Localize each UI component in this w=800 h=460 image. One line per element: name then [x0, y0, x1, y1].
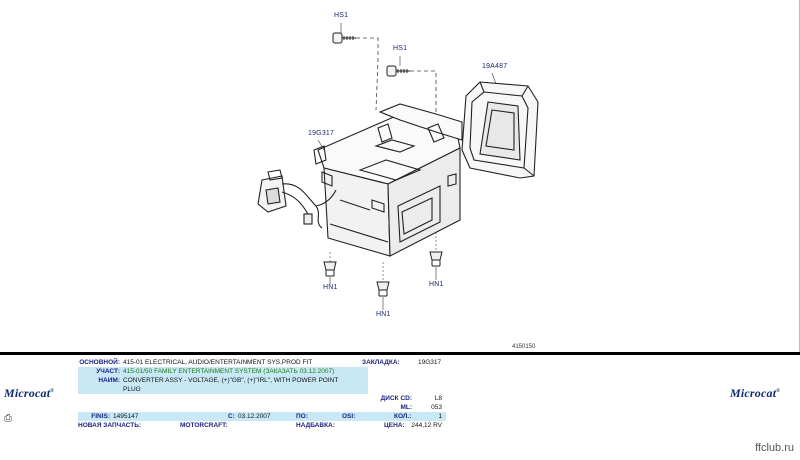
- osnovnoy-value: 415-01 ELECTRICAL, AUDIO/ENTERTAINMENT S…: [123, 359, 313, 366]
- zakladka-label: ЗАКЛАДКА:: [362, 359, 400, 366]
- ml-label: ML:: [400, 404, 412, 411]
- callout-hs1-mid[interactable]: HS1: [393, 45, 408, 52]
- callout-hn1-right[interactable]: HN1: [429, 281, 444, 288]
- nut-hn1-center[interactable]: [376, 281, 390, 297]
- zakladka-value: 19G317: [418, 359, 442, 366]
- callout-19g317[interactable]: 19G317: [308, 130, 335, 137]
- row-nova: НОВАЯ ЗАПЧАСТЬ: MOTORCRAFT: НАДБАВКА: ЦЕ…: [78, 421, 446, 430]
- print-icon[interactable]: ⎙: [4, 413, 12, 424]
- row-naim-2: PLUG: [78, 385, 368, 394]
- cena-value: 244,12 RV: [411, 422, 442, 429]
- figure-id: 4150150: [512, 344, 536, 350]
- part-info-strip: Microcat® ⎙ ОСНОВНОЙ: 415-01 ELECTRICAL,…: [0, 355, 800, 460]
- naim-value-line2: PLUG: [123, 386, 141, 393]
- uchast-label: УЧАСТ:: [96, 368, 120, 375]
- callout-hn1-left[interactable]: HN1: [323, 284, 338, 291]
- nut-hn1-right[interactable]: [429, 251, 443, 267]
- c-label: С:: [228, 413, 235, 420]
- row-naim[interactable]: НАИМ: CONVERTER ASSY - VOLTAGE, (+)"GB",…: [78, 376, 368, 385]
- nut-hn1-left[interactable]: [323, 261, 337, 277]
- screw-hs1-mid[interactable]: [386, 65, 410, 77]
- uchast-value: 415-01/50 FAMILY ENTERTAINMENT SYSTEM (З…: [123, 368, 335, 375]
- ml-value: 053: [431, 404, 442, 411]
- nadbavka-label: НАДБАВКА:: [296, 422, 335, 429]
- motorcraft-label: MOTORCRAFT:: [180, 422, 228, 429]
- disk-value: L8: [434, 395, 442, 402]
- microcat-logo-left: Microcat®: [4, 386, 55, 400]
- site-watermark: ffclub.ru: [755, 442, 794, 454]
- callout-hs1-top[interactable]: HS1: [334, 12, 349, 19]
- row-finis: FINIS: 1495147 С: 03.12.2007 ПО: ОSI: КО…: [78, 412, 446, 421]
- finis-label: FINIS:: [91, 413, 110, 420]
- bezel-19a487[interactable]: [461, 81, 539, 179]
- callout-hn1-center[interactable]: HN1: [376, 311, 391, 318]
- parts-diagram-area: HS1 HS1 19A487 19G317 HN1 HN1 HN1 415015…: [257, 0, 800, 352]
- panel-separator: [0, 352, 800, 355]
- callout-19a487[interactable]: 19A487: [482, 63, 508, 70]
- power-point-plug[interactable]: [257, 169, 337, 229]
- c-value: 03.12.2007: [238, 413, 271, 420]
- finis-value: 1495147: [113, 413, 139, 420]
- row-uchast[interactable]: УЧАСТ: 415-01/50 FAMILY ENTERTAINMENT SY…: [78, 367, 368, 376]
- row-ml: ML: 053: [368, 403, 446, 412]
- osi-label: ОSI:: [342, 413, 356, 420]
- screw-hs1-top[interactable]: [332, 32, 356, 44]
- po-label: ПО:: [296, 413, 308, 420]
- disk-label: ДИСК CD:: [380, 395, 412, 402]
- row-disk: ДИСК CD: L8: [368, 394, 446, 403]
- cena-label: ЦЕНА:: [384, 422, 405, 429]
- converter-assy-19g317[interactable]: [313, 103, 463, 257]
- row-osnovnoy: ОСНОВНОЙ: 415-01 ELECTRICAL, AUDIO/ENTER…: [78, 358, 446, 367]
- osnovnoy-label: ОСНОВНОЙ:: [79, 359, 120, 366]
- kol-value: 1: [438, 413, 442, 420]
- microcat-logo-right: Microcat®: [730, 386, 781, 400]
- nova-label: НОВАЯ ЗАПЧАСТЬ:: [78, 422, 142, 429]
- naim-value-line1: CONVERTER ASSY - VOLTAGE, (+)"GB", (+)"I…: [123, 377, 339, 384]
- kol-label: КОЛ.:: [394, 413, 412, 420]
- part-info-panel: ОСНОВНОЙ: 415-01 ELECTRICAL, AUDIO/ENTER…: [78, 358, 446, 446]
- exploded-parts-diagram: [257, 23, 539, 310]
- naim-label: НАИМ:: [98, 377, 120, 384]
